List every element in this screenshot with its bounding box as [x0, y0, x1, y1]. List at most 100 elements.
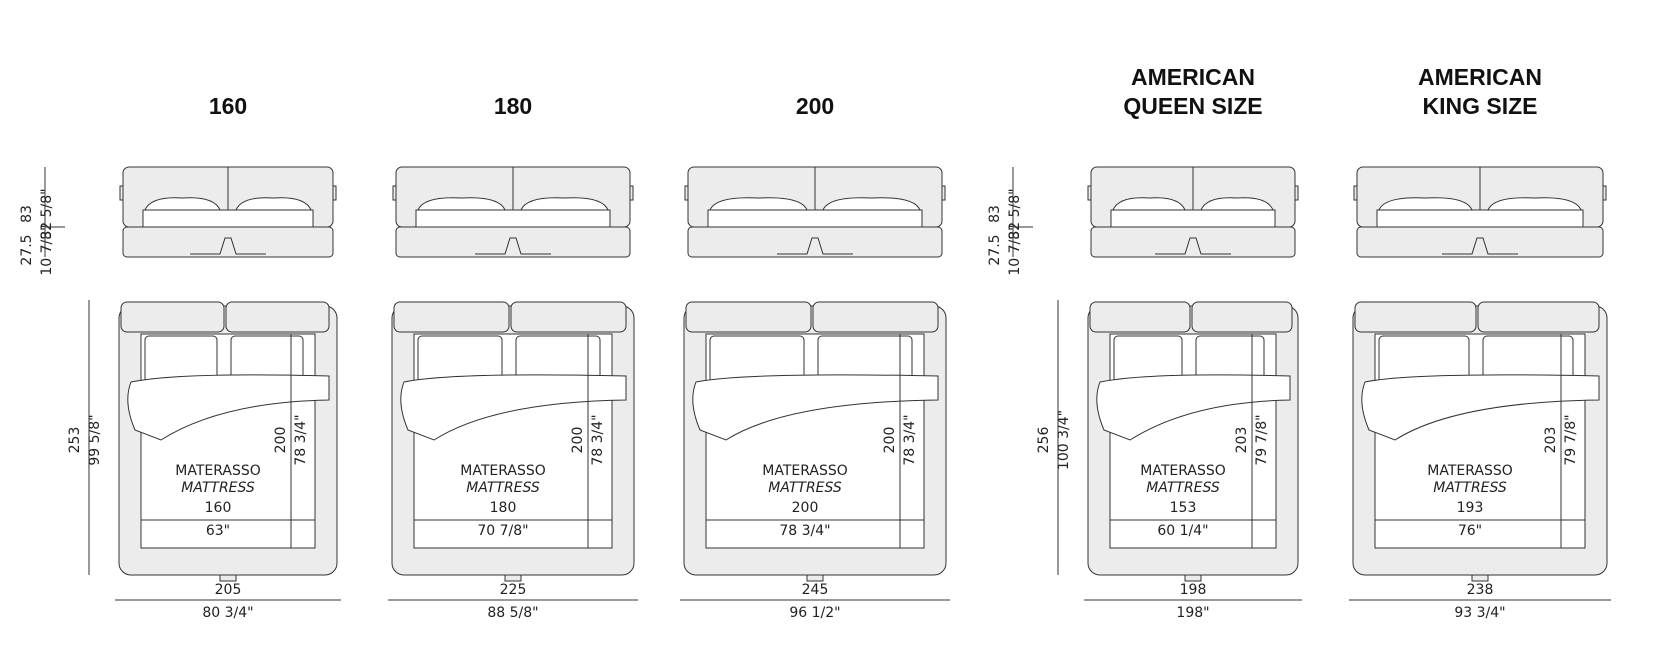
mattress-width-cm: 200 — [792, 500, 819, 516]
front-pillow — [709, 197, 808, 211]
front-side-leg — [392, 185, 397, 201]
top-duvet — [1361, 374, 1600, 441]
front-side-leg — [941, 185, 946, 201]
front-pillow — [520, 197, 609, 211]
mattress-length-in: 78 3/4" — [590, 414, 606, 465]
overall-width-cm: 198 — [1180, 582, 1207, 598]
front-pillow — [822, 197, 921, 211]
mattress-length-cm: 200 — [570, 427, 586, 454]
mattress-label-en: MATTRESS — [466, 480, 540, 496]
overall-width-cm: 245 — [802, 582, 829, 598]
bed-title: 180 — [494, 93, 532, 119]
bed-title-line1: AMERICAN — [1131, 64, 1255, 90]
mattress-length-cm: 203 — [1543, 427, 1559, 454]
overall-width-cm: 225 — [500, 582, 527, 598]
mattress-label-en: MATTRESS — [1433, 480, 1507, 496]
front-pillow — [417, 197, 506, 211]
mattress-width-cm: 180 — [490, 500, 517, 516]
front-pillow — [144, 197, 221, 211]
height-total-cm: 83 — [987, 205, 1003, 223]
mattress-width-in: 63" — [206, 523, 230, 539]
front-pillow — [1200, 197, 1274, 211]
front-base — [395, 226, 631, 258]
top-foot — [1471, 574, 1489, 582]
front-mattress — [1376, 209, 1584, 228]
height-total-cm: 83 — [19, 205, 35, 223]
top-headboard-cushion — [812, 301, 939, 333]
front-side-leg — [332, 185, 337, 201]
front-pillow — [235, 197, 312, 211]
mattress-length-in: 79 7/8" — [1563, 414, 1579, 465]
front-side-leg — [119, 185, 124, 201]
overall-width-in: 96 1/2" — [789, 605, 840, 621]
mattress-label: MATERASSO — [762, 463, 848, 479]
frame-height-cm: 27.5 — [19, 234, 35, 265]
height-total-in: 32 5/8" — [39, 188, 55, 239]
mattress-width-cm: 193 — [1457, 500, 1484, 516]
front-mattress — [142, 209, 314, 228]
mattress-label: MATERASSO — [1140, 463, 1226, 479]
overall-width-cm: 238 — [1467, 582, 1494, 598]
overall-length-cm: 253 — [67, 427, 83, 454]
front-side-leg — [684, 185, 689, 201]
front-side-leg — [1087, 185, 1092, 201]
overall-length-in: 99 5/8" — [87, 414, 103, 465]
frame-height-in: 10 7/8" — [1007, 224, 1023, 275]
front-base — [1090, 226, 1296, 258]
overall-width-in: 93 3/4" — [1454, 605, 1505, 621]
top-foot — [219, 574, 237, 582]
front-base — [687, 226, 943, 258]
mattress-width-cm: 160 — [205, 500, 232, 516]
front-pillow — [1487, 197, 1582, 211]
overall-width-in: 88 5/8" — [487, 605, 538, 621]
top-foot — [806, 574, 824, 582]
front-pillow — [1112, 197, 1186, 211]
mattress-width-in: 76" — [1458, 523, 1482, 539]
top-headboard-cushion — [393, 301, 510, 333]
front-mattress — [1110, 209, 1276, 228]
mattress-width-in: 60 1/4" — [1157, 523, 1208, 539]
top-headboard-cushion — [510, 301, 627, 333]
mattress-length-cm: 203 — [1234, 427, 1250, 454]
overall-length-cm: 256 — [1036, 427, 1052, 454]
front-base — [1356, 226, 1604, 258]
mattress-length-cm: 200 — [882, 427, 898, 454]
overall-width-in: 198" — [1176, 605, 1209, 621]
mattress-label: MATERASSO — [1427, 463, 1513, 479]
front-side-leg — [1353, 185, 1358, 201]
top-duvet — [400, 374, 627, 441]
top-headboard-cushion — [1089, 301, 1191, 333]
bed-title: 160 — [209, 93, 247, 119]
front-central-foot — [475, 237, 551, 255]
mattress-length-cm: 200 — [273, 427, 289, 454]
mattress-label-en: MATTRESS — [1146, 480, 1220, 496]
frame-height-cm: 27.5 — [987, 234, 1003, 265]
top-headboard-cushion — [120, 301, 225, 333]
height-total-in: 32 5/8" — [1007, 188, 1023, 239]
front-side-leg — [1602, 185, 1607, 201]
mattress-label: MATERASSO — [460, 463, 546, 479]
front-mattress — [707, 209, 923, 228]
mattress-width-in: 78 3/4" — [779, 523, 830, 539]
bed-title-line2: KING SIZE — [1422, 93, 1537, 119]
top-duvet — [692, 374, 939, 441]
top-duvet — [1096, 374, 1291, 441]
front-central-foot — [777, 237, 853, 255]
overall-width-cm: 205 — [215, 582, 242, 598]
front-central-foot — [1442, 237, 1518, 255]
bed-title: 200 — [796, 93, 834, 119]
frame-height-in: 10 7/8" — [39, 224, 55, 275]
top-duvet — [127, 374, 330, 441]
front-side-leg — [629, 185, 634, 201]
bed-title-line2: QUEEN SIZE — [1123, 93, 1262, 119]
top-headboard-cushion — [1477, 301, 1600, 333]
top-foot — [1184, 574, 1202, 582]
mattress-label-en: MATTRESS — [768, 480, 842, 496]
mattress-label: MATERASSO — [175, 463, 261, 479]
top-headboard-cushion — [685, 301, 812, 333]
front-side-leg — [1294, 185, 1299, 201]
